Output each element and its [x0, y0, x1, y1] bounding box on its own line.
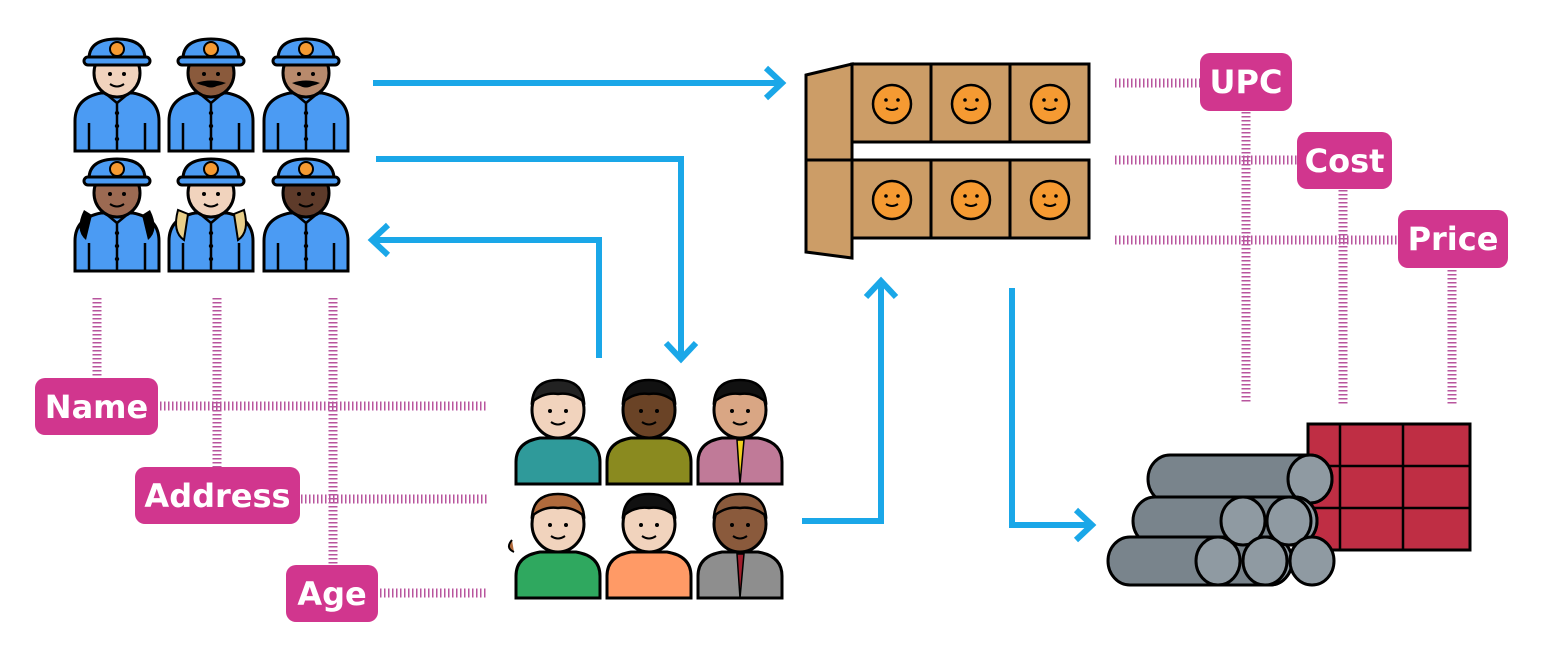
product-boxes-icon: [804, 62, 1091, 260]
field-tag-cost: Cost: [1297, 132, 1392, 189]
flow-arrows: [367, 65, 1097, 543]
field-tag-address: Address: [135, 467, 300, 524]
arrow-customers-to-inventory: [802, 283, 884, 524]
arrow-customers-to-employees: [374, 237, 602, 358]
field-tag-name: Name: [35, 378, 158, 435]
field-tag-upc: UPC: [1200, 53, 1292, 111]
field-connectors: [92, 78, 1457, 598]
raw-materials-icon: [1106, 422, 1472, 587]
employee-group-icon: [73, 37, 350, 273]
field-tag-age: Age: [286, 565, 378, 622]
arrow-inventory-to-materials: [1009, 288, 1090, 528]
arrow-employees-to-customers: [376, 156, 684, 356]
customer-group-icon: [508, 378, 784, 600]
field-tag-price: Price: [1398, 210, 1508, 268]
